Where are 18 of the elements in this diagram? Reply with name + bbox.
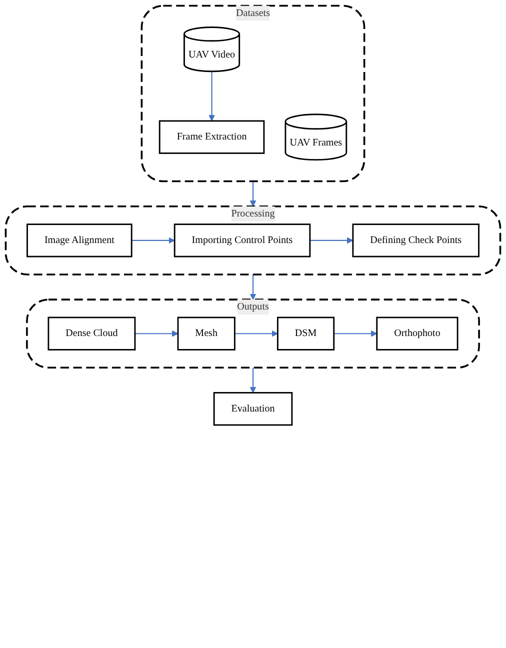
arrow bbox=[134, 330, 178, 337]
node-box: Orthophoto bbox=[376, 316, 458, 350]
node-box: DSM bbox=[276, 316, 335, 350]
arrow bbox=[250, 368, 256, 394]
arrow bbox=[132, 237, 175, 244]
node-box: Image Alignment bbox=[26, 224, 132, 258]
arrow bbox=[250, 181, 256, 207]
arrow bbox=[234, 330, 278, 337]
arrow bbox=[310, 237, 354, 244]
node-box: Dense Cloud bbox=[48, 316, 136, 350]
node-box: Importing Control Points bbox=[174, 224, 311, 258]
arrow bbox=[250, 274, 256, 300]
node-box: Mesh bbox=[177, 316, 236, 350]
arrow bbox=[334, 330, 378, 337]
arrow bbox=[208, 71, 215, 122]
node-box: Evaluation bbox=[213, 392, 293, 426]
node-box: Frame Extraction bbox=[158, 120, 265, 154]
node-box: Defining Check Points bbox=[352, 224, 480, 258]
